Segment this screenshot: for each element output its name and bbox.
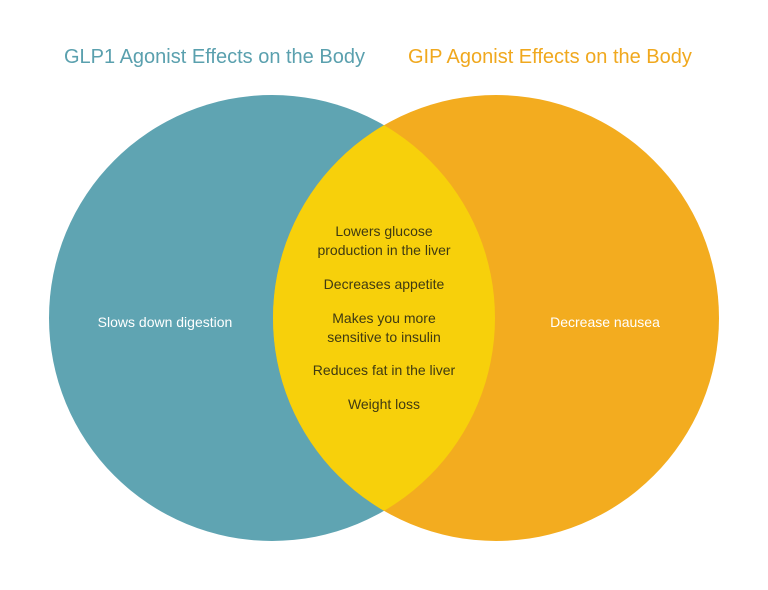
gip-title: GIP Agonist Effects on the Body [408,46,692,68]
glp1-title: GLP1 Agonist Effects on the Body [64,46,365,68]
overlap-item: Weight loss [347,396,421,412]
overlap-item: Decreases appetite [323,276,445,292]
overlap-item: Makes you more sensitive to insulin [327,310,441,345]
gip-item: Decrease nausea [550,314,660,330]
overlap-item: Lowers glucose production in the liver [317,223,451,258]
glp1-item: Slows down digestion [97,314,233,330]
overlap-region [273,95,495,541]
overlap-item: Reduces fat in the liver [312,362,456,378]
